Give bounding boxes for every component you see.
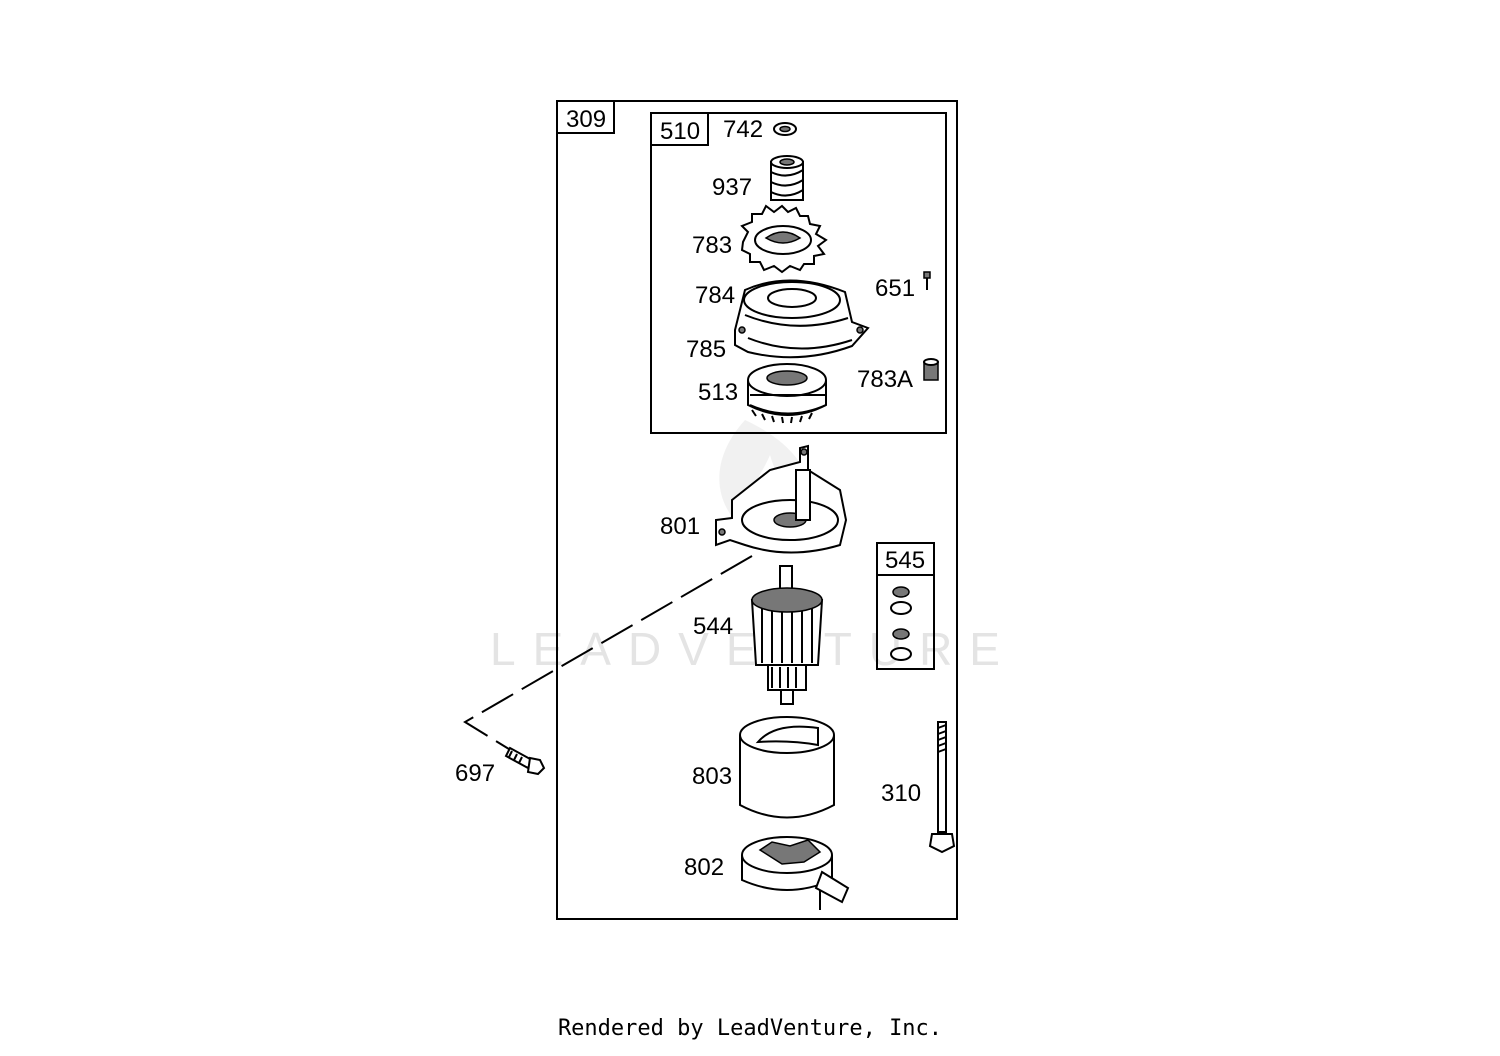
part-label-513: 513 (698, 379, 738, 406)
screw-651-icon (923, 271, 931, 290)
bolt-697-icon (504, 746, 546, 776)
part-label-742: 742 (723, 116, 763, 143)
field-frame-803-icon (739, 716, 835, 819)
part-label-801: 801 (660, 513, 700, 540)
part-label-937: 937 (712, 174, 752, 201)
assembly-label-309: 309 (566, 106, 606, 133)
part-label-803: 803 (692, 763, 732, 790)
part-label-310: 310 (881, 780, 921, 807)
brush-kit-545-icon (890, 586, 912, 661)
part-label-785: 785 (686, 336, 726, 363)
clip-ring-742-icon (773, 122, 797, 136)
bushing-783a-icon (923, 358, 939, 381)
part-label-802: 802 (684, 854, 724, 881)
assembly-label-545: 545 (885, 547, 925, 574)
armature-544-icon (750, 565, 824, 705)
through-bolt-310-icon (928, 721, 956, 854)
leader-line-697 (463, 555, 753, 763)
part-label-784: 784 (695, 282, 735, 309)
footer-credit: Rendered by LeadVenture, Inc. (557, 1016, 943, 1041)
part-label-651: 651 (875, 275, 915, 302)
assembly-box-309 (556, 100, 958, 920)
clutch-513-icon (747, 363, 827, 424)
assembly-box-545 (876, 542, 935, 670)
assembly-box-510 (650, 112, 947, 434)
assembly-tag-309 (556, 100, 615, 134)
part-label-783a: 783A (857, 366, 913, 393)
end-cap-802-icon (741, 836, 850, 910)
part-label-544: 544 (693, 613, 733, 640)
end-cap-801-icon (715, 444, 848, 554)
pinion-gear-783-icon (740, 204, 828, 274)
part-label-783: 783 (692, 232, 732, 259)
part-label-697: 697 (455, 760, 495, 787)
spring-937-icon (770, 155, 804, 201)
drive-housing-784-icon (734, 279, 870, 359)
assembly-tag-510 (650, 112, 709, 146)
watermark-text: LEADVENTURE (490, 623, 1017, 675)
assembly-label-510: 510 (660, 118, 700, 145)
